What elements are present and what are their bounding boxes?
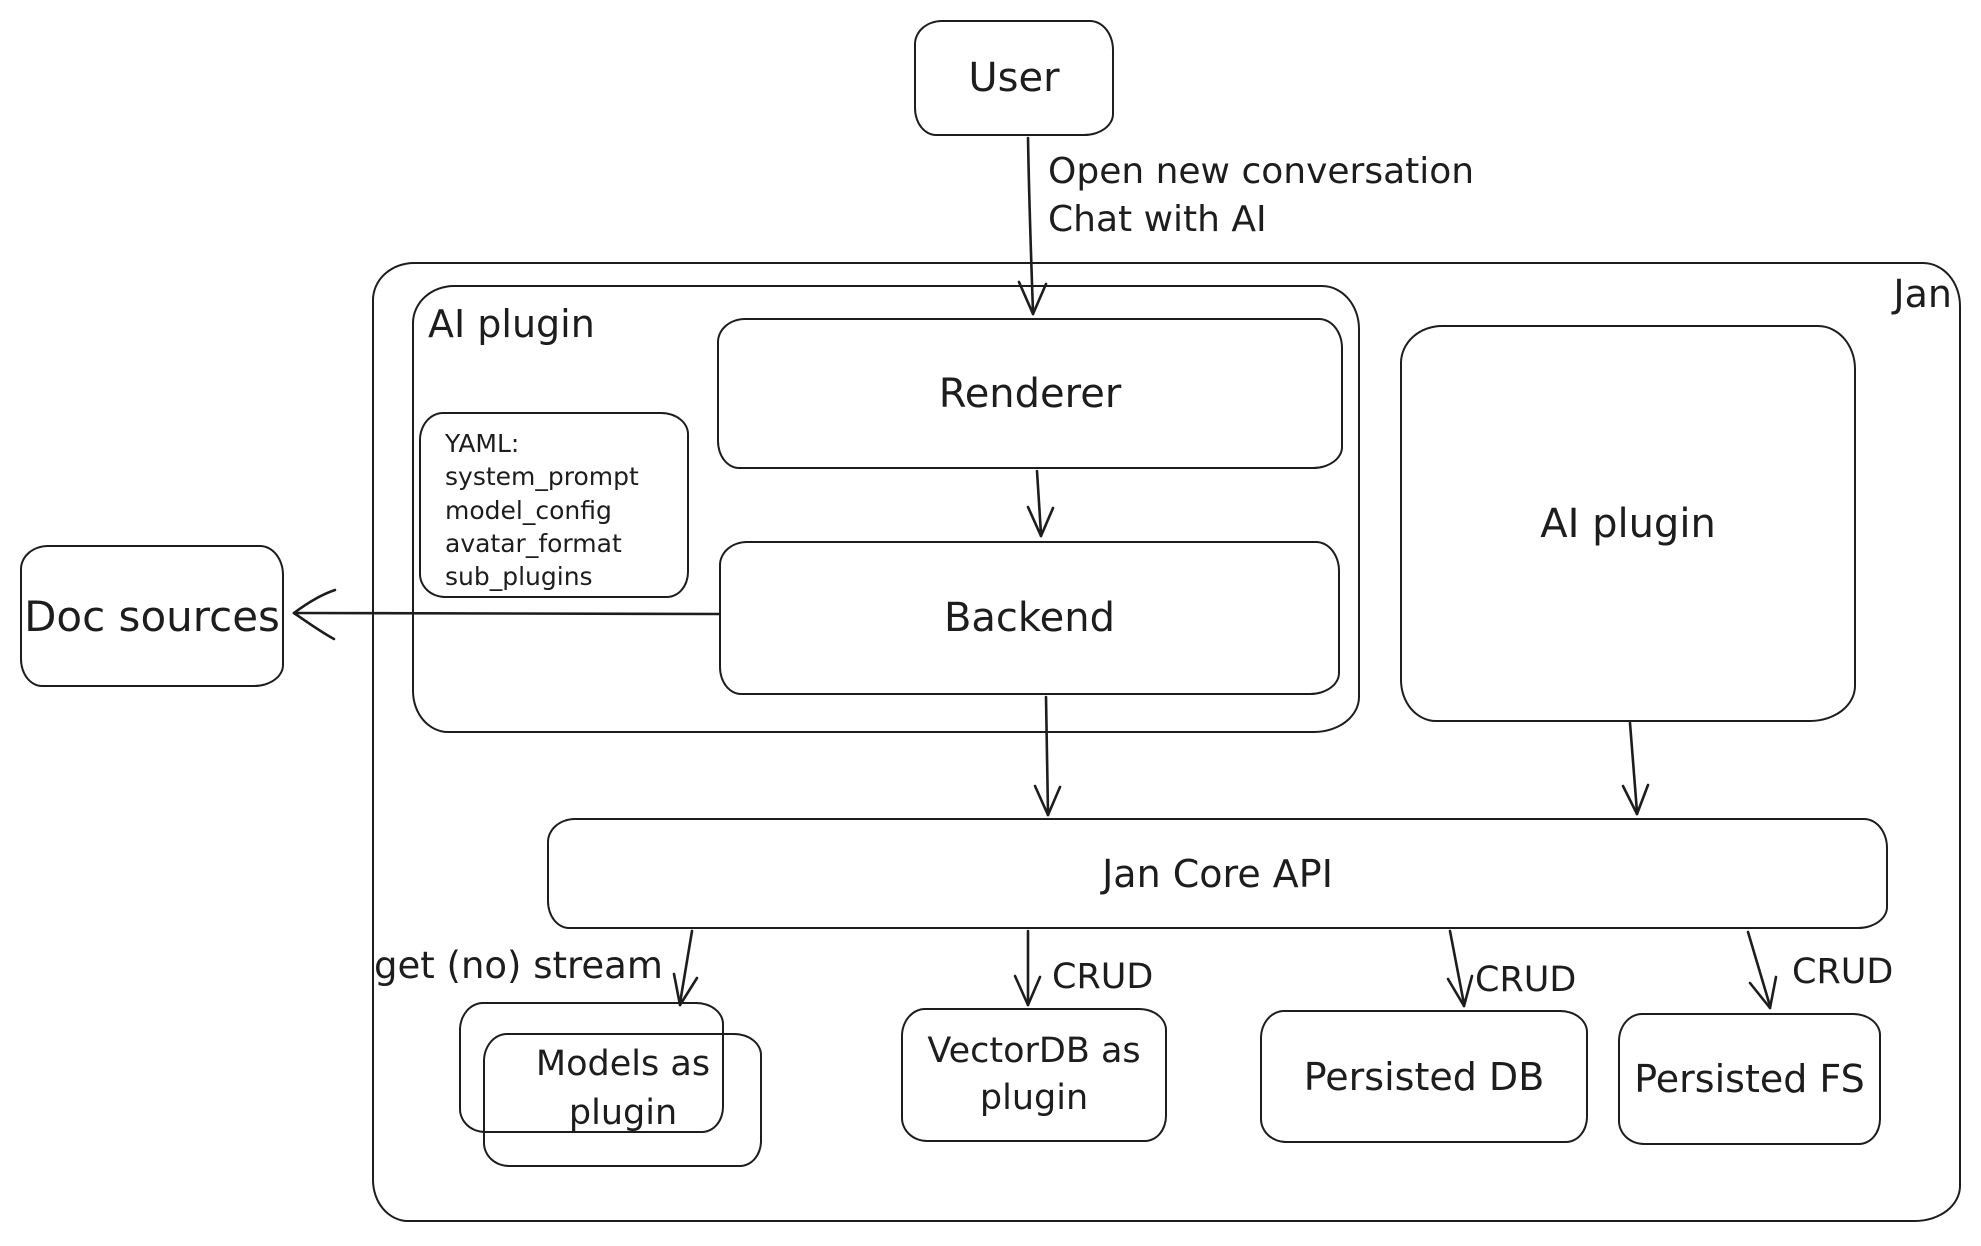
ai-plugin-group-container <box>412 285 1360 733</box>
edge-label-line1: Open new conversation <box>1048 151 1475 192</box>
edge-label-crud-persisted-fs: CRUD <box>1792 952 1894 992</box>
edge-label-crud-persisted-db: CRUD <box>1475 960 1577 1000</box>
jan-container <box>372 262 1961 1222</box>
persisted-db-node: Persisted DB <box>1260 1010 1588 1143</box>
user-node-label: User <box>968 55 1060 101</box>
vectordb-as-plugin-node: VectorDB as plugin <box>901 1008 1167 1142</box>
models-as-plugin-node-inner <box>483 1033 762 1167</box>
renderer-node: Renderer <box>717 318 1343 469</box>
renderer-node-label: Renderer <box>938 370 1122 417</box>
models-as-plugin-node-outer <box>459 1002 724 1133</box>
backend-node: Backend <box>719 541 1340 695</box>
doc-sources-node-label: Doc sources <box>24 591 280 641</box>
yaml-note-line-4: sub_plugins <box>445 562 593 591</box>
doc-sources-node: Doc sources <box>20 545 284 687</box>
edge-label-open-conversation: Open new conversation Chat with AI <box>1048 148 1608 243</box>
jan-core-api-node: Jan Core API <box>547 818 1888 929</box>
jan-container-label: Jan <box>1893 272 1952 316</box>
persisted-db-label: Persisted DB <box>1303 1054 1545 1099</box>
edge-label-get-no-stream: get (no) stream <box>374 944 663 987</box>
ai-plugin-node-label: AI plugin <box>1540 500 1716 547</box>
persisted-fs-node: Persisted FS <box>1618 1013 1881 1145</box>
user-node: User <box>914 20 1114 136</box>
yaml-note-line-0: YAML: <box>445 429 520 458</box>
ai-plugin-group-label: AI plugin <box>428 302 595 346</box>
models-as-plugin-label: Models as plugin <box>535 1044 711 1133</box>
persisted-fs-label: Persisted FS <box>1634 1057 1865 1101</box>
ai-plugin-node: AI plugin <box>1400 325 1856 722</box>
yaml-note-line-2: model_config <box>445 495 612 525</box>
edge-label-crud-vectordb: CRUD <box>1052 957 1154 997</box>
vectordb-as-plugin-label: VectorDB as plugin <box>927 1030 1141 1118</box>
yaml-note-line-1: system_prompt <box>445 462 639 492</box>
backend-node-label: Backend <box>943 595 1116 641</box>
edge-label-line2: Chat with AI <box>1048 198 1267 240</box>
jan-core-api-node-label: Jan Core API <box>1102 851 1333 896</box>
yaml-note: YAML: system_prompt model_config avatar_… <box>419 412 689 598</box>
yaml-note-line-3: avatar_format <box>445 528 622 558</box>
